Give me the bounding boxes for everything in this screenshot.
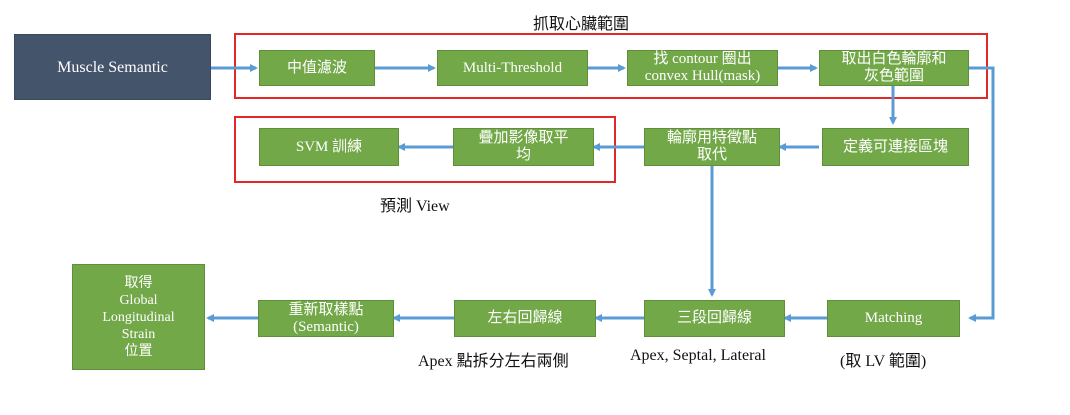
predict-view-caption: 預測 View [380, 198, 450, 215]
predict-view-frame [234, 116, 616, 183]
apex-split-caption: Apex 點拆分左右兩側 [418, 353, 569, 370]
three-segments-caption: Apex, Septal, Lateral [630, 347, 766, 364]
muscle-semantic-node: Muscle Semantic [14, 34, 211, 100]
matching-node: Matching [827, 300, 960, 337]
heart-range-caption: 抓取心臟範圍 [533, 16, 630, 33]
feature-points-node: 輪廓用特徵點 取代 [644, 128, 780, 166]
white-gray-contour-node: 取出白色輪廓和 灰色範圍 [819, 50, 969, 86]
define-blocks-node: 定義可連接區塊 [822, 128, 969, 166]
gls-position-node: 取得 Global Longitudinal Strain 位置 [72, 264, 205, 370]
median-filter-node: 中值濾波 [259, 50, 375, 86]
arrow-white-to-matching [968, 66, 995, 322]
svm-training-node: SVM 訓練 [259, 128, 399, 166]
overlay-average-node: 疊加影像取平 均 [453, 128, 594, 166]
multi-threshold-node: Multi-Threshold [437, 50, 588, 86]
lv-range-caption: (取 LV 範圍) [840, 353, 927, 370]
left-right-regression-node: 左右回歸線 [454, 300, 596, 337]
heart-range-frame [234, 33, 988, 99]
three-segment-regression-node: 三段回歸線 [644, 300, 785, 337]
resample-points-node: 重新取樣點 (Semantic) [258, 300, 394, 337]
find-contour-node: 找 contour 圈出 convex Hull(mask) [627, 50, 778, 86]
